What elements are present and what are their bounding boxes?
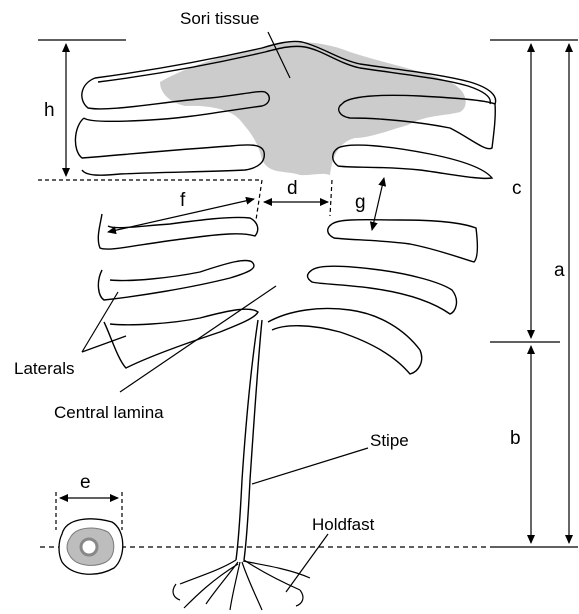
right-lateral-4 [308,266,457,314]
left-lateral-4 [104,309,258,368]
right-lateral-2 [333,145,492,178]
dimension-label-d: d [287,178,298,199]
dimension-label-b: b [510,428,521,449]
laterals-leader-2 [82,336,126,352]
dimension-label-f: f [180,190,186,211]
holdfast-label: Holdfast [312,515,375,534]
left-lateral-3 [98,260,254,300]
laterals-label: Laterals [14,359,74,378]
holdfast-roots [173,560,310,610]
dimension-label-g: g [355,192,366,213]
central-lamina-label: Central lamina [54,403,164,422]
dimension-d-left-guide [256,180,262,220]
dimension-g-arrow [372,178,384,230]
dimension-label-h: h [44,100,55,121]
central-lamina-leader [120,286,276,392]
dimension-d-right-guide [330,180,332,216]
left-lateral-2 [98,214,257,249]
holdfast-leader [286,534,328,592]
stipe-label: Stipe [370,431,409,450]
sori-tissue-label: Sori tissue [180,9,259,28]
dimension-label-a: a [554,260,565,281]
right-lateral-5 [268,309,422,375]
dimension-label-c: c [512,178,522,199]
stipe-cross-section [59,519,123,574]
dimension-label-e: e [80,472,91,493]
sori-tissue-region [160,42,466,175]
left-lateral-1b [75,118,264,175]
stipe-leader [252,448,368,484]
cross-section-medulla [81,539,97,555]
right-lateral-3 [328,220,478,262]
